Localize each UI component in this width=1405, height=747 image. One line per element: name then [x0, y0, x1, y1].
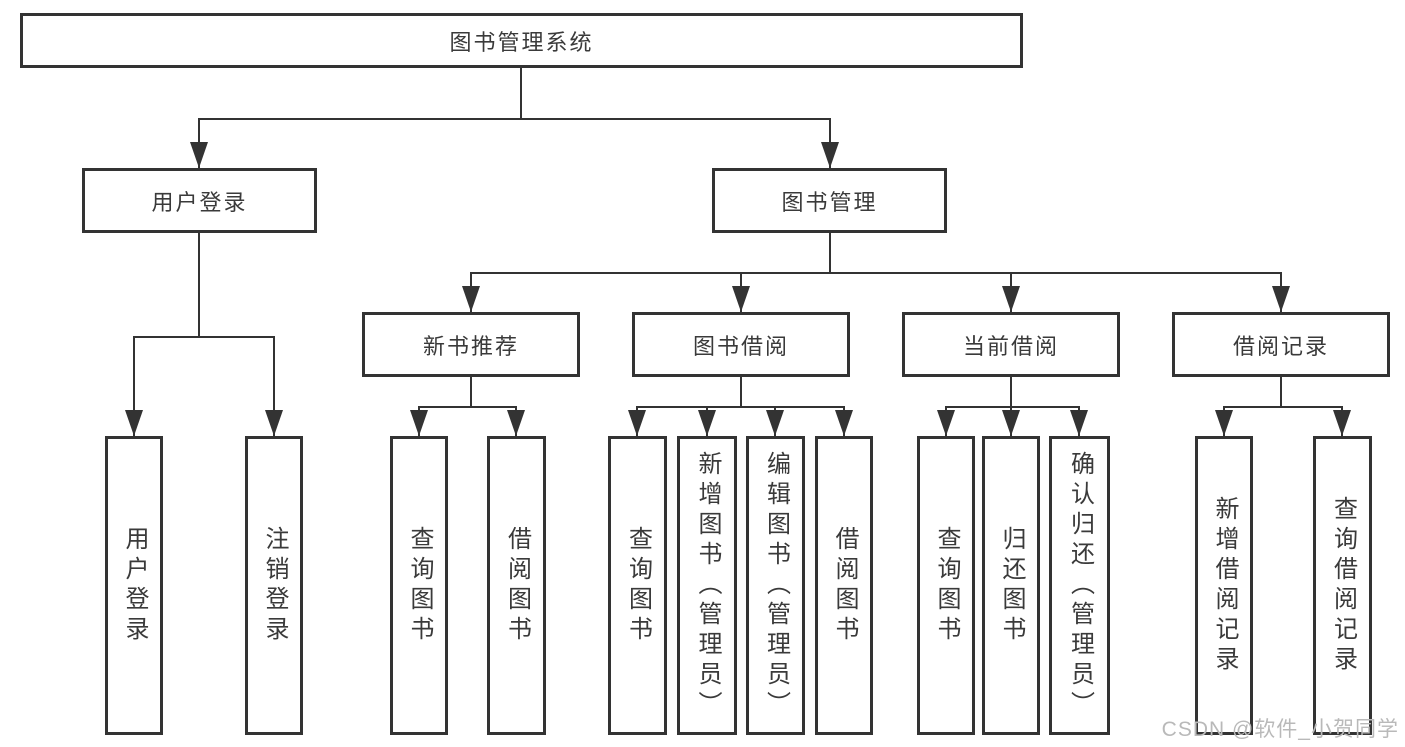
connector-g2-hline — [637, 406, 845, 408]
arrow-down-icon — [628, 410, 646, 436]
node-user-login-label: 用户登录 — [151, 189, 248, 215]
arrow-down-icon — [1215, 410, 1233, 436]
leaf-g2-borrow-books: 借阅图书 — [815, 436, 873, 735]
arrow-down-icon — [766, 410, 784, 436]
node-user-login: 用户登录 — [82, 168, 317, 233]
node-current-borrow-label: 当前借阅 — [962, 333, 1059, 359]
node-book-borrow-label: 图书借阅 — [692, 333, 789, 359]
arrow-down-icon — [937, 410, 955, 436]
leaf-g3-confirm-return-admin-label: 确认归还（管理员） — [1066, 450, 1094, 721]
leaf-logout-label: 注销登录 — [261, 525, 288, 646]
connector-drop-leaf-login — [133, 336, 135, 436]
leaf-g3-query-books: 查询图书 — [917, 436, 975, 735]
leaf-g1-query-books-label: 查询图书 — [406, 525, 433, 646]
arrow-down-icon — [1002, 410, 1020, 436]
node-root: 图书管理系统 — [20, 13, 1023, 68]
leaf-g1-borrow-books-label: 借阅图书 — [503, 525, 531, 646]
csdn-watermark: CSDN @软件_小贺同学 — [1161, 718, 1399, 741]
arrow-down-icon — [698, 410, 716, 436]
arrow-down-icon — [835, 410, 853, 436]
node-borrow-records: 借阅记录 — [1172, 312, 1390, 377]
leaf-g2-query-books: 查询图书 — [608, 436, 667, 735]
node-new-book-recommend-label: 新书推荐 — [422, 333, 519, 359]
leaf-g4-add-borrow-record-label: 新增借阅记录 — [1211, 495, 1238, 676]
connector-g1-stem — [470, 376, 472, 407]
leaf-g4-query-borrow-record: 查询借阅记录 — [1313, 436, 1372, 735]
arrow-down-icon — [1070, 410, 1088, 436]
connector-g4-stem — [1280, 376, 1282, 407]
node-current-borrow: 当前借阅 — [902, 312, 1120, 377]
connector-drop-leaf-logout — [273, 336, 275, 436]
leaf-user-login: 用户登录 — [105, 436, 163, 735]
leaf-g2-edit-books-admin-label: 编辑图书（管理员） — [762, 450, 790, 721]
arrow-down-icon — [821, 142, 839, 168]
connector-g2-stem — [740, 376, 742, 407]
arrow-down-icon — [125, 410, 143, 436]
connector-root-stem — [520, 67, 522, 119]
arrow-down-icon — [190, 142, 208, 168]
node-new-book-recommend: 新书推荐 — [362, 312, 580, 377]
connector-g3-hline — [946, 406, 1080, 408]
node-root-label: 图书管理系统 — [449, 29, 594, 55]
connector-g4-hline — [1224, 406, 1343, 408]
node-borrow-records-label: 借阅记录 — [1232, 333, 1329, 359]
leaf-g3-return-books-label: 归还图书 — [998, 525, 1025, 646]
connector-g3-stem — [1010, 376, 1012, 407]
arrow-down-icon — [462, 286, 480, 312]
arrow-down-icon — [1002, 286, 1020, 312]
arrow-down-icon — [732, 286, 750, 312]
leaf-g2-add-books-admin: 新增图书（管理员） — [677, 436, 737, 735]
leaf-g1-borrow-books: 借阅图书 — [487, 436, 546, 735]
leaf-g4-query-borrow-record-label: 查询借阅记录 — [1329, 495, 1357, 676]
node-book-management-label: 图书管理 — [781, 189, 878, 215]
connector-l3-hline — [471, 272, 1281, 274]
leaf-g3-confirm-return-admin: 确认归还（管理员） — [1049, 436, 1110, 735]
leaf-g1-query-books: 查询图书 — [390, 436, 448, 735]
arrow-down-icon — [265, 410, 283, 436]
connector-book-mgmt-stem — [829, 232, 831, 272]
leaf-g2-add-books-admin-label: 新增图书（管理员） — [694, 450, 721, 721]
connector-g1-hline — [419, 406, 517, 408]
connector-user-login-stem — [198, 232, 200, 336]
node-book-management: 图书管理 — [712, 168, 947, 233]
leaf-g3-query-books-label: 查询图书 — [933, 525, 960, 646]
leaf-g2-query-books-label: 查询图书 — [624, 525, 652, 646]
connector-user-login-hline — [134, 336, 274, 338]
arrow-down-icon — [1333, 410, 1351, 436]
arrow-down-icon — [507, 410, 525, 436]
connector-l2-hline — [198, 118, 831, 120]
leaf-g2-borrow-books-label: 借阅图书 — [831, 525, 858, 646]
leaf-g2-edit-books-admin: 编辑图书（管理员） — [746, 436, 805, 735]
leaf-g4-add-borrow-record: 新增借阅记录 — [1195, 436, 1253, 735]
leaf-user-login-label: 用户登录 — [121, 525, 148, 646]
leaf-logout: 注销登录 — [245, 436, 303, 735]
node-book-borrow: 图书借阅 — [632, 312, 850, 377]
arrow-down-icon — [1272, 286, 1290, 312]
leaf-g3-return-books: 归还图书 — [982, 436, 1040, 735]
arrow-down-icon — [410, 410, 428, 436]
